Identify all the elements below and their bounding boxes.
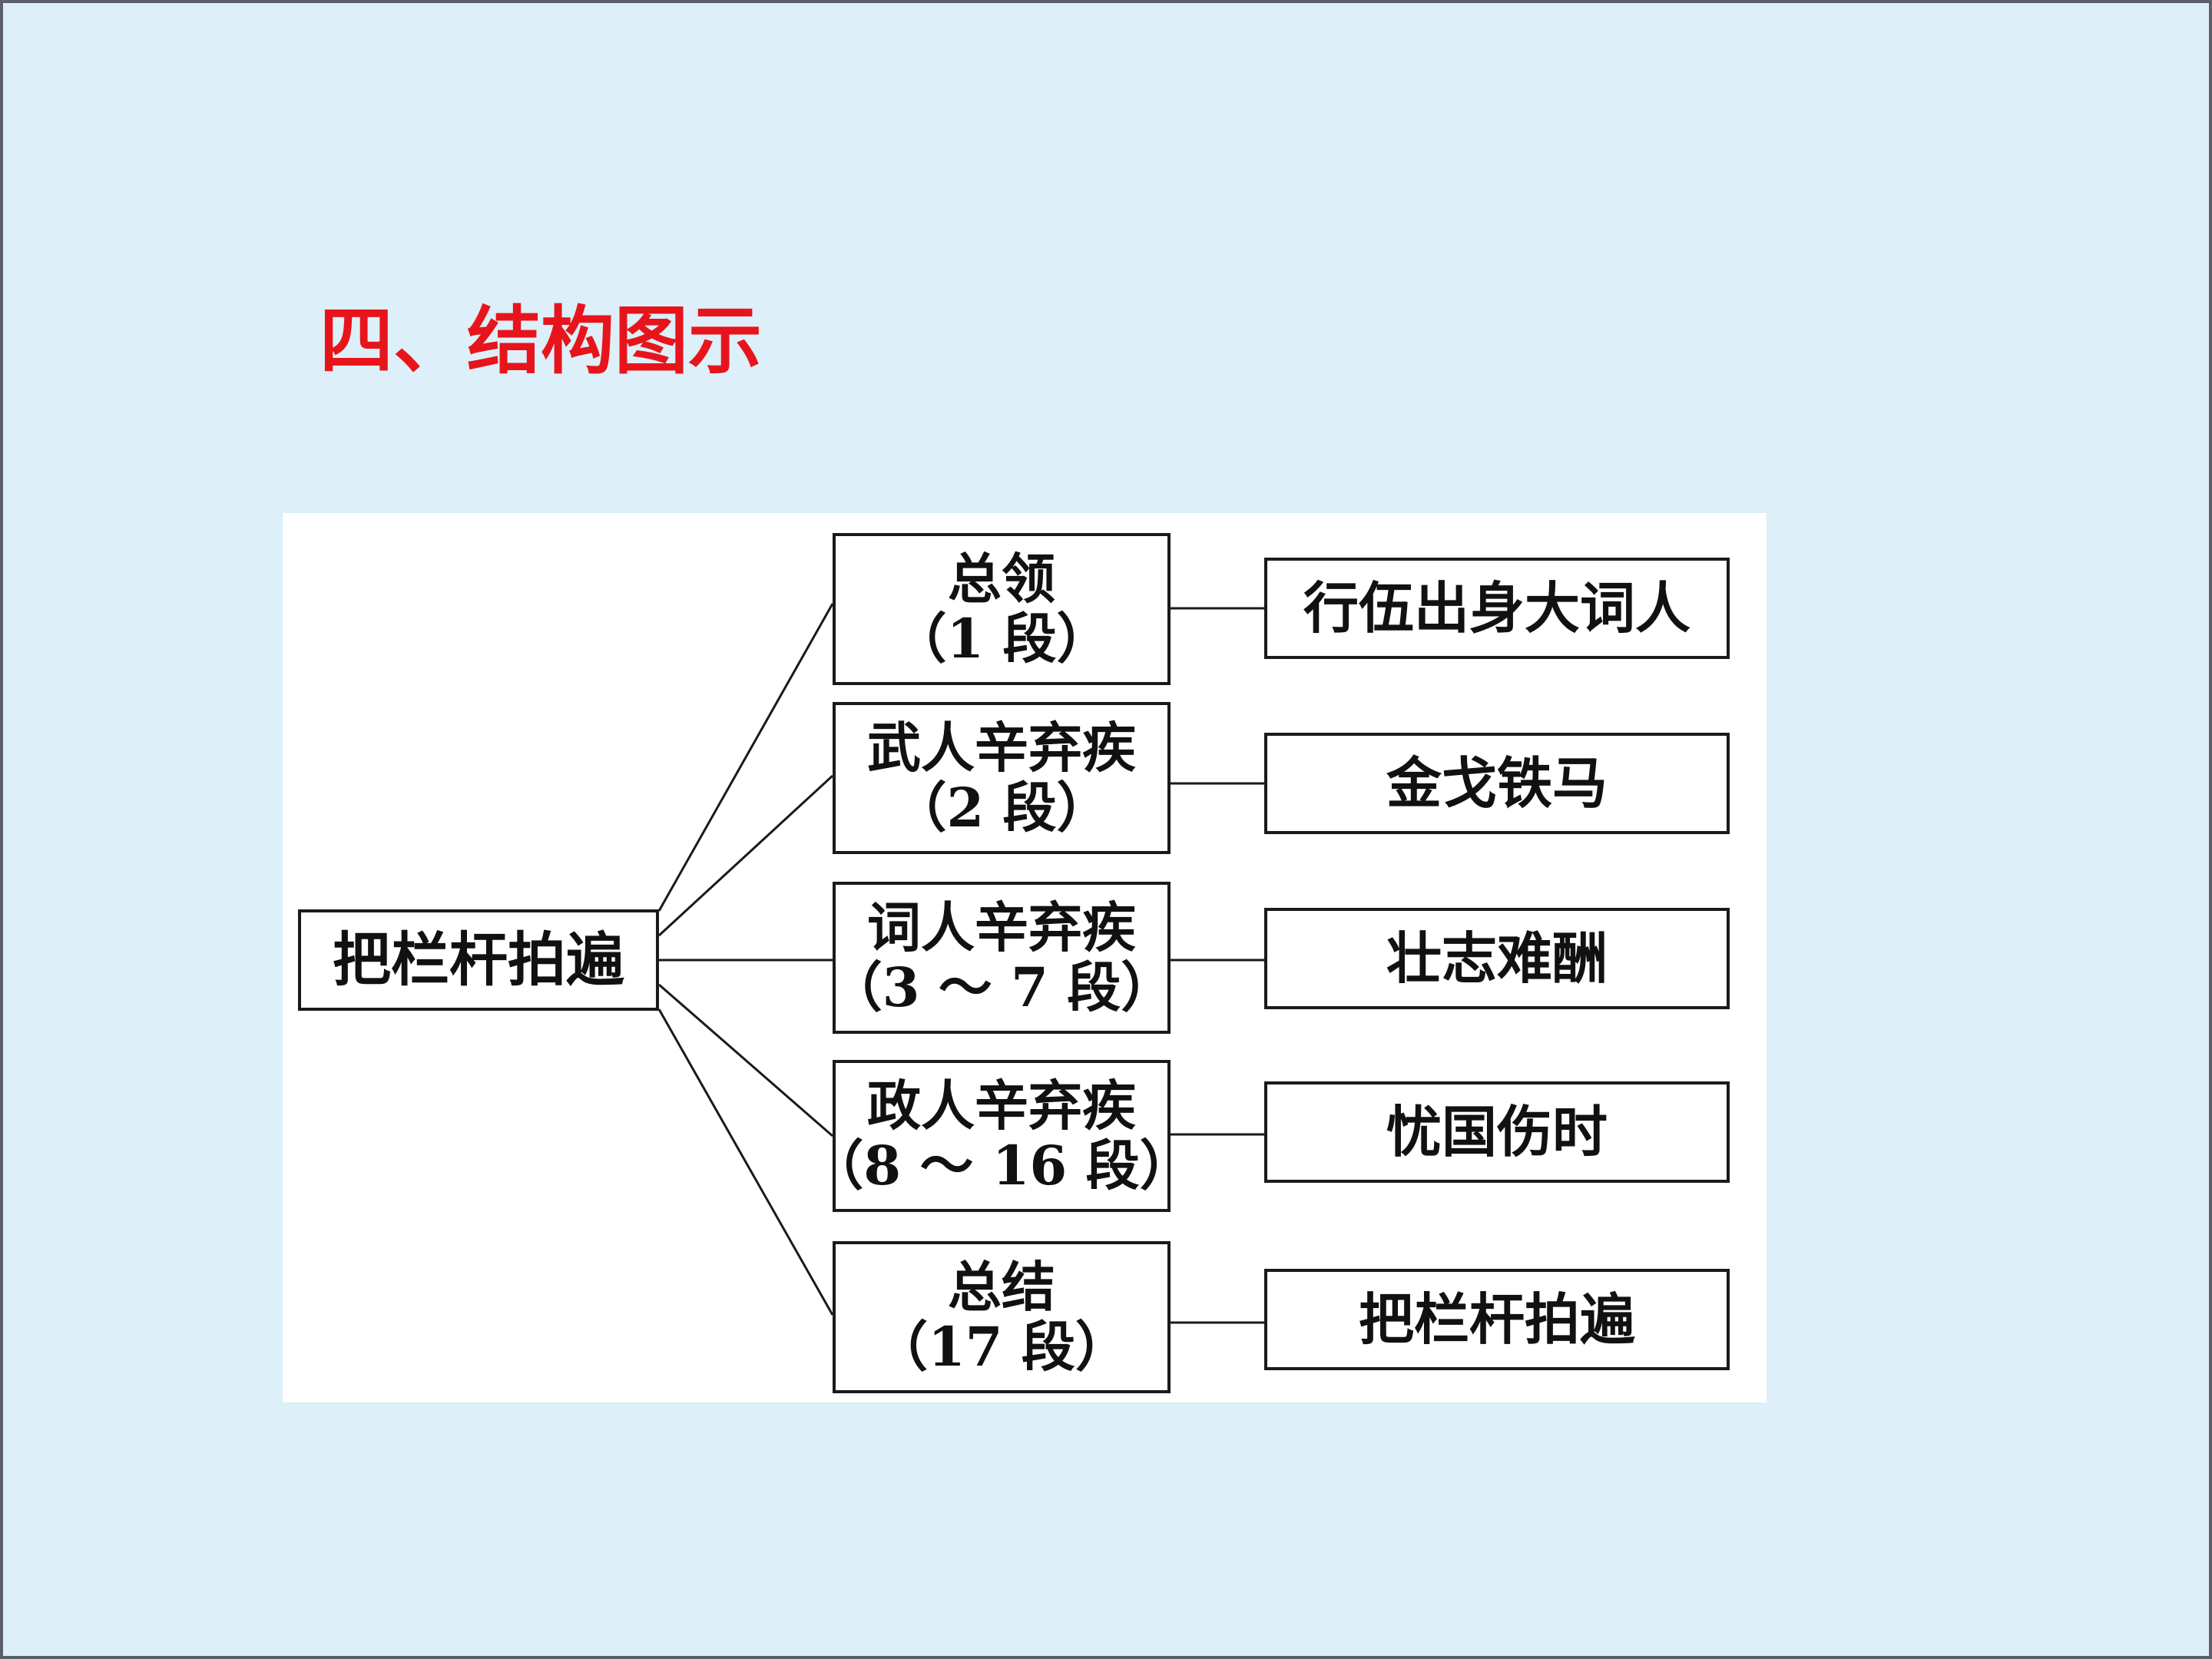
- slide-title: 四、结构图示: [320, 298, 762, 384]
- summary-2-label: 金戈铁马: [1386, 750, 1608, 816]
- branch-1-paragraphs: （1 段）: [892, 607, 1111, 671]
- summary-4-label: 忧国伤时: [1386, 1098, 1608, 1164]
- branch-4-title: 政人辛弃疾: [867, 1073, 1136, 1137]
- branch-3-title: 词人辛弃疾: [867, 895, 1136, 959]
- connector-root-branch-5: [657, 1008, 834, 1316]
- branch-5-title: 总结: [948, 1254, 1055, 1319]
- summary-node-3: 壮志难酬: [1264, 908, 1730, 1009]
- branch-node-2: 武人辛弃疾 （2 段）: [833, 702, 1171, 854]
- branch-5-paragraphs: （17 段）: [874, 1315, 1129, 1379]
- structure-diagram: 把栏杆拍遍 总领 （1 段） 武人辛弃疾 （2 段） 词人辛弃疾 （3 ～ 7 …: [283, 513, 1767, 1402]
- root-label: 把栏杆拍遍: [333, 926, 624, 995]
- branch-4-paragraphs: （8 ～ 16 段）: [810, 1134, 1194, 1197]
- connector-root-branch-2: [657, 774, 834, 937]
- summary-node-5: 把栏杆拍遍: [1264, 1269, 1730, 1370]
- connector-root-branch-4: [658, 983, 833, 1137]
- summary-node-1: 行伍出身大词人: [1264, 558, 1730, 659]
- branch-node-4: 政人辛弃疾 （8 ～ 16 段）: [810, 1060, 1194, 1212]
- branch-node-1: 总领 （1 段）: [833, 533, 1171, 685]
- branch-2-title: 武人辛弃疾: [867, 715, 1136, 780]
- root-node: 把栏杆拍遍: [298, 909, 659, 1011]
- summary-3-label: 壮志难酬: [1386, 925, 1608, 991]
- branch-3-paragraphs: （3 ～ 7 段）: [828, 955, 1175, 1019]
- branch-2-paragraphs: （2 段）: [892, 776, 1111, 839]
- summary-node-4: 忧国伤时: [1264, 1081, 1730, 1183]
- branch-1-title: 总领: [948, 546, 1055, 611]
- branch-node-3: 词人辛弃疾 （3 ～ 7 段）: [829, 882, 1174, 1034]
- summary-5-label: 把栏杆拍遍: [1358, 1286, 1635, 1352]
- connector-root-branch-1: [657, 603, 834, 912]
- connector-lines: [657, 603, 1264, 1324]
- branch-node-5: 总结 （17 段）: [833, 1241, 1171, 1393]
- summary-node-2: 金戈铁马: [1264, 733, 1730, 834]
- summary-1-label: 行伍出身大词人: [1303, 575, 1690, 641]
